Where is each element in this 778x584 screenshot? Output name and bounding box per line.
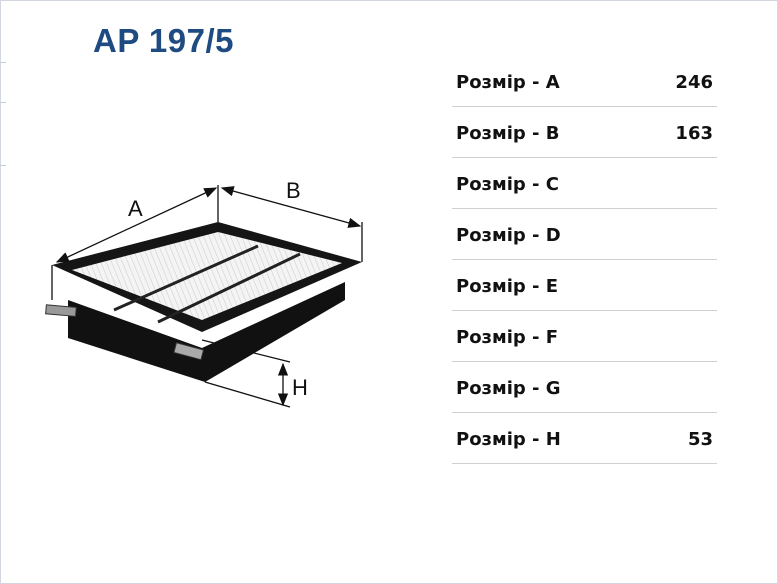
label-a: A: [128, 196, 143, 221]
dimension-row: Розмір - C: [452, 158, 717, 209]
dimension-row: Розмір - D: [452, 209, 717, 260]
dimension-value: 163: [675, 123, 713, 144]
dimension-row: Розмір - A 246: [452, 56, 717, 107]
product-title: AP 197/5: [93, 22, 234, 59]
dimension-row: Розмір - E: [452, 260, 717, 311]
dimension-row: Розмір - F: [452, 311, 717, 362]
edge-tick: [0, 165, 6, 166]
dimension-value: 53: [687, 429, 713, 450]
dimension-label: Розмір - C: [456, 174, 559, 195]
dimension-label: Розмір - H: [456, 429, 561, 450]
dimension-label: Розмір - D: [456, 225, 561, 246]
dimensions-table: Розмір - A 246 Розмір - B 163 Розмір - C Р…: [452, 56, 717, 464]
dimension-row: Розмір - H 53: [452, 413, 717, 464]
dimension-label: Розмір - G: [456, 378, 561, 399]
label-b: B: [286, 178, 301, 203]
filter-side: [68, 282, 345, 382]
dimension-label: Розмір - A: [456, 72, 560, 93]
edge-tick: [0, 102, 6, 103]
dimension-label: Розмір - E: [456, 276, 559, 297]
edge-tick: [0, 62, 6, 63]
dimension-label: Розмір - B: [456, 123, 560, 144]
dimension-label: Розмір - F: [456, 327, 559, 348]
label-h: H: [292, 375, 308, 400]
dimension-row: Розмір - G: [452, 362, 717, 413]
dimension-value: 246: [675, 72, 713, 93]
dimension-row: Розмір - B 163: [452, 107, 717, 158]
